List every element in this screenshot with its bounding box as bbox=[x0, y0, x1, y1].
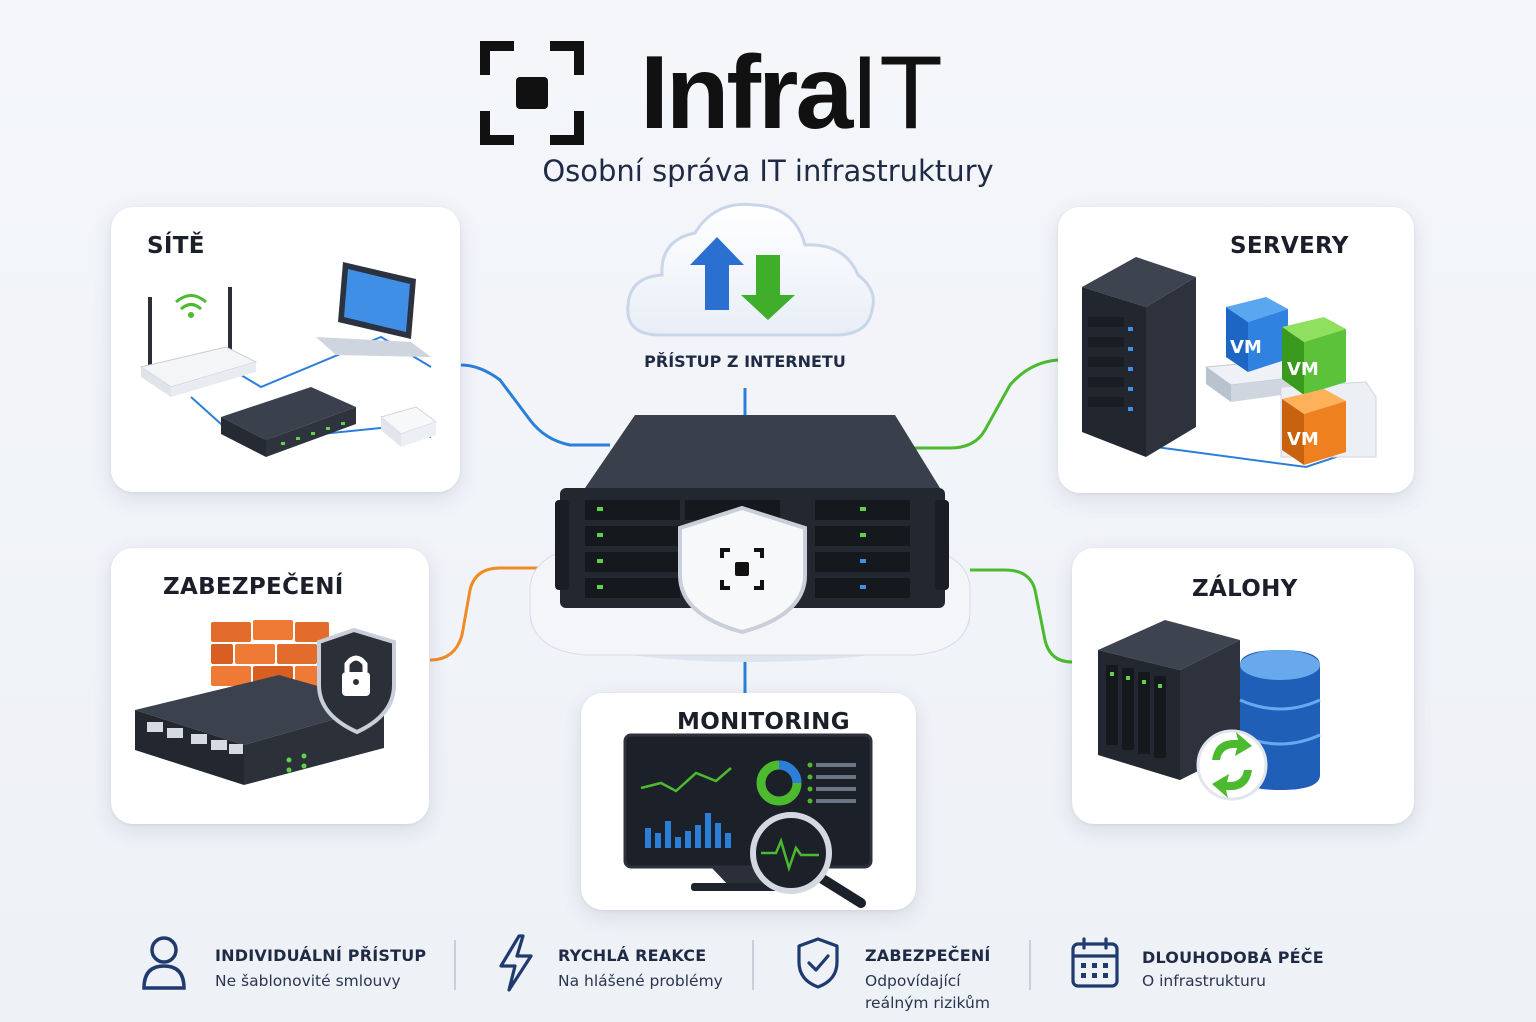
brand-name-bold: Infra bbox=[640, 35, 853, 151]
feature-individual: INDIVIDUÁLNÍ PŘÍSTUP Ne šablonovité smlo… bbox=[140, 930, 440, 1010]
card-zalohy-title: ZÁLOHY bbox=[1192, 576, 1298, 602]
sync-icon bbox=[1196, 729, 1268, 801]
calendar-icon bbox=[1071, 937, 1119, 988]
rack-server-icon bbox=[555, 415, 949, 608]
central-server-illustration bbox=[529, 415, 971, 662]
card-zalohy: ZÁLOHY bbox=[1072, 548, 1414, 824]
lightning-icon bbox=[499, 934, 533, 992]
user-icon bbox=[142, 936, 186, 990]
feature-divider bbox=[752, 940, 754, 990]
feature-rychla-reakce-title: RYCHLÁ REAKCE bbox=[558, 946, 707, 965]
vm-label-green: VM bbox=[1287, 359, 1319, 380]
connector-zalohy bbox=[970, 568, 1073, 664]
nas-device-icon bbox=[1098, 620, 1240, 780]
switch-icon bbox=[221, 387, 356, 457]
backup-illustration bbox=[1098, 620, 1321, 801]
security-shield-icon bbox=[678, 505, 807, 635]
brand-name: InfraIT bbox=[640, 41, 943, 145]
vm-label-orange: VM bbox=[1287, 429, 1319, 450]
firewall-illustration bbox=[135, 620, 396, 785]
cloud-icon bbox=[626, 202, 875, 337]
card-servery: SERVERY VM bbox=[1058, 207, 1414, 493]
card-site-title: SÍTĚ bbox=[147, 233, 205, 259]
card-site: SÍTĚ bbox=[111, 207, 460, 492]
firewall-bricks-icon bbox=[211, 620, 329, 686]
feature-rychla-reakce-desc: Na hlášené problémy bbox=[558, 972, 723, 990]
vm-green-icon bbox=[1282, 317, 1346, 395]
access-point-icon bbox=[379, 406, 438, 447]
vm-label-blue: VM bbox=[1230, 337, 1262, 358]
feature-rychla-reakce: RYCHLÁ REAKCE Na hlášené problémy bbox=[495, 930, 745, 1010]
feature-individual-desc: Ne šablonovité smlouvy bbox=[215, 972, 401, 990]
feature-divider bbox=[1029, 940, 1031, 990]
network-devices-illustration bbox=[139, 262, 438, 457]
feature-dlouhodoba-pece-desc: O infrastrukturu bbox=[1142, 972, 1267, 990]
monitor-screen-icon bbox=[623, 733, 873, 891]
server-tower-icon bbox=[1082, 257, 1196, 457]
connector-site bbox=[460, 363, 610, 447]
vm-blue-icon bbox=[1226, 297, 1288, 372]
shield-check-icon bbox=[797, 937, 839, 989]
monitoring-illustration bbox=[623, 733, 873, 908]
laptop-icon bbox=[316, 262, 431, 357]
router-icon bbox=[139, 287, 258, 397]
cloud-label: PŘÍSTUP Z INTERNETU bbox=[644, 352, 846, 371]
brand-logo-icon bbox=[480, 41, 584, 145]
feature-dlouhodoba-pece-title: DLOUHODOBÁ PÉČE bbox=[1142, 948, 1324, 967]
card-monitoring-title: MONITORING bbox=[677, 709, 850, 735]
feature-zabezpeceni-title: ZABEZPEČENÍ bbox=[865, 946, 991, 965]
feature-divider bbox=[454, 940, 456, 990]
feature-zabezpeceni-desc-1: Odpovídající bbox=[865, 972, 961, 990]
card-zabezpeceni-title: ZABEZPEČENÍ bbox=[163, 574, 344, 600]
connector-servery bbox=[880, 358, 1059, 450]
vm-orange-icon bbox=[1282, 389, 1346, 465]
brand: InfraIT bbox=[480, 38, 943, 148]
feature-zabezpeceni: ZABEZPEČENÍ Odpovídající reálným rizikům bbox=[795, 930, 1015, 1012]
lock-shield-icon bbox=[317, 627, 396, 735]
brand-name-light: IT bbox=[850, 35, 943, 151]
card-monitoring: MONITORING bbox=[581, 693, 916, 910]
magnifier-icon bbox=[750, 812, 866, 908]
wifi-icon bbox=[175, 294, 207, 311]
tagline: Osobní správa IT infrastruktury bbox=[542, 154, 994, 188]
upload-arrow-icon bbox=[690, 237, 744, 310]
feature-dlouhodoba-pece: DLOUHODOBÁ PÉČE O infrastrukturu bbox=[1070, 930, 1330, 1010]
feature-zabezpeceni-desc-2: reálným rizikům bbox=[865, 994, 990, 1012]
feature-individual-title: INDIVIDUÁLNÍ PŘÍSTUP bbox=[215, 946, 427, 965]
download-arrow-icon bbox=[741, 255, 795, 320]
connector-zabezpeceni bbox=[429, 566, 540, 662]
card-servery-title: SERVERY bbox=[1230, 233, 1349, 259]
server-vm-illustration bbox=[1082, 257, 1377, 469]
card-zabezpeceni: ZABEZPEČENÍ bbox=[111, 548, 429, 824]
